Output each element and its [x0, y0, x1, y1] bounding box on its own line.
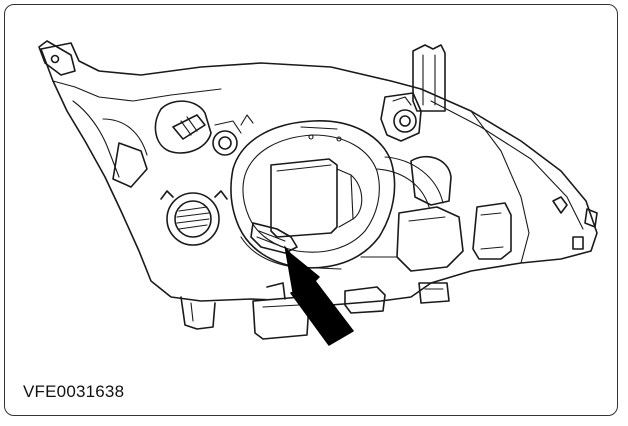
- right-edge-clips: [552, 196, 598, 250]
- callout-arrow: [284, 245, 354, 346]
- headlamp-housing: [40, 42, 598, 306]
- reflector-bowl: [230, 120, 396, 269]
- mounting-post-right: [412, 44, 446, 112]
- right-cable-harness: [376, 155, 452, 208]
- lower-bracket-right: [344, 282, 450, 314]
- left-top-bulb-holder: [154, 100, 212, 154]
- headlamp-bulb-cap: [270, 158, 363, 238]
- lower-bracket-left: [180, 296, 216, 330]
- small-bulb-left: [212, 114, 254, 156]
- figure-frame: VFE0031638: [4, 4, 618, 416]
- rear-socket-right: [360, 206, 464, 272]
- mounting-tab-left: [38, 40, 76, 76]
- left-lens-area: [72, 100, 148, 188]
- headlamp-assembly-illustration: [38, 40, 598, 346]
- right-bulb-socket: [380, 92, 422, 142]
- figure-code-label: VFE0031638: [23, 382, 125, 401]
- adjuster-gear: [160, 190, 228, 246]
- side-connector: [472, 202, 512, 260]
